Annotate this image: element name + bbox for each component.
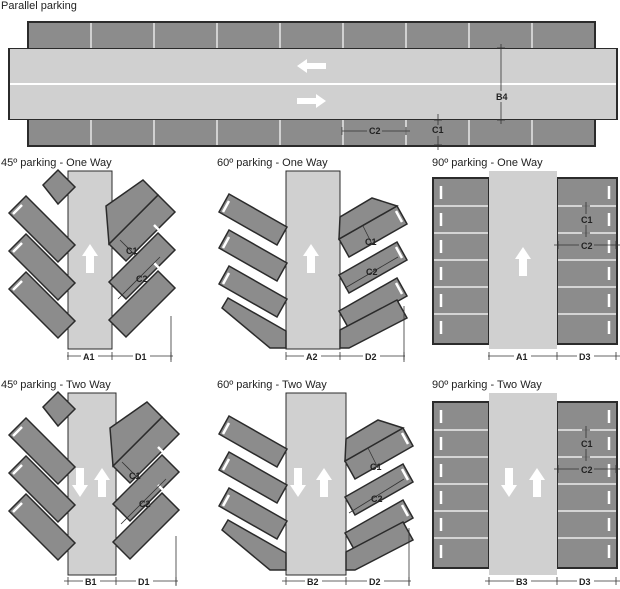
down-arrow-icon <box>501 468 517 497</box>
parking-60-one-way-diagram: 60º parking - One Way C1 C2 A2 <box>217 157 409 363</box>
up-arrow-icon <box>303 244 319 273</box>
parallel-top-stall-row <box>29 23 594 48</box>
parallel-parking-diagram: Parallel parking B4 <box>1 0 618 150</box>
p60-two-c1-label: C1 <box>370 462 382 472</box>
p45-one-stalls <box>7 168 177 340</box>
p90-one-title: 90º parking - One Way <box>432 157 543 169</box>
left-arrow-icon <box>297 59 326 73</box>
up-arrow-icon <box>515 247 531 276</box>
p45-two-c2-label: C2 <box>139 499 151 509</box>
p90-one-a-label: A1 <box>516 352 528 362</box>
p45-one-c1-label: C1 <box>126 246 138 256</box>
p60-one-c2-label: C2 <box>366 267 378 277</box>
down-arrow-icon <box>290 468 306 497</box>
p90-one-dimension-lines <box>488 202 620 360</box>
p60-two-c2-label: C2 <box>371 494 383 504</box>
p90-two-aisle <box>489 393 557 575</box>
p90-two-bumpers <box>439 410 611 558</box>
p90-one-bumpers <box>439 186 611 334</box>
p60-two-bumpers <box>221 422 410 517</box>
up-arrow-icon <box>82 244 98 273</box>
parking-90-two-way-diagram: 90º parking - Two Way C1 <box>432 379 620 588</box>
right-arrow-icon <box>297 94 326 108</box>
p45-two-dimension-lines <box>64 461 178 586</box>
p90-two-c1-label: C1 <box>581 439 593 449</box>
p90-two-right-stall-row <box>558 403 616 567</box>
parallel-parking-title: Parallel parking <box>1 0 77 12</box>
p45-one-title: 45º parking - One Way <box>1 157 112 169</box>
p60-one-title: 60º parking - One Way <box>217 157 328 169</box>
parallel-bottom-stall-row <box>29 120 594 145</box>
p45-one-d-label: D1 <box>135 352 147 362</box>
p45-two-aisle <box>67 392 117 576</box>
p60-two-d-label: D2 <box>369 577 381 587</box>
up-arrow-icon <box>94 468 110 497</box>
p90-two-left-stall-row <box>434 403 488 567</box>
p45-two-c1-label: C1 <box>129 471 141 481</box>
p60-one-c1-label: C1 <box>365 237 377 247</box>
p45-two-bumpers <box>12 408 168 513</box>
p60-one-a-label: A2 <box>306 352 318 362</box>
p60-two-title: 60º parking - Two Way <box>217 379 327 391</box>
p60-one-stalls <box>217 192 409 349</box>
p45-two-a-label: B1 <box>85 577 97 587</box>
parallel-c2-label: C2 <box>369 126 381 136</box>
p90-one-c1-label: C1 <box>581 215 593 225</box>
p60-one-bumpers <box>221 200 404 295</box>
p90-two-c2-label: C2 <box>581 465 593 475</box>
p45-two-d-label: D1 <box>138 577 150 587</box>
p90-one-left-stall-row <box>434 179 488 343</box>
parallel-b4-label: B4 <box>496 92 508 102</box>
p45-two-title: 45º parking - Two Way <box>1 379 111 391</box>
p90-one-d-label: D3 <box>579 352 591 362</box>
p60-one-d-label: D2 <box>365 352 377 362</box>
p45-two-stalls <box>7 390 181 562</box>
p90-one-c2-label: C2 <box>581 241 593 251</box>
parallel-c1-label: C1 <box>432 125 444 135</box>
p45-one-c2-label: C2 <box>136 274 148 284</box>
up-arrow-icon <box>316 468 332 497</box>
parking-90-one-way-diagram: 90º parking - One Way C1 C2 <box>432 157 620 363</box>
p60-two-a-label: B2 <box>307 577 319 587</box>
p45-one-a-label: A1 <box>83 352 95 362</box>
p90-two-title: 90º parking - Two Way <box>432 379 542 391</box>
parallel-stall-dividers <box>90 23 533 145</box>
p60-two-stalls <box>217 414 415 571</box>
p45-one-bumpers <box>12 186 164 291</box>
up-arrow-icon <box>529 468 545 497</box>
p90-two-a-label: B3 <box>516 577 528 587</box>
p90-two-dimension-lines <box>485 426 620 585</box>
parking-45-one-way-diagram: 45º parking - One Way C1 C2 A1 <box>1 157 177 363</box>
parking-60-two-way-diagram: 60º parking - Two Way C1 C2 <box>217 379 415 588</box>
parking-45-two-way-diagram: 45º parking - Two Way C1 C2 B1 <box>1 379 181 588</box>
p60-two-dimension-lines <box>282 447 411 586</box>
down-arrow-icon <box>72 468 88 497</box>
p90-two-d-label: D3 <box>579 577 591 587</box>
p90-one-right-stall-row <box>558 179 616 343</box>
